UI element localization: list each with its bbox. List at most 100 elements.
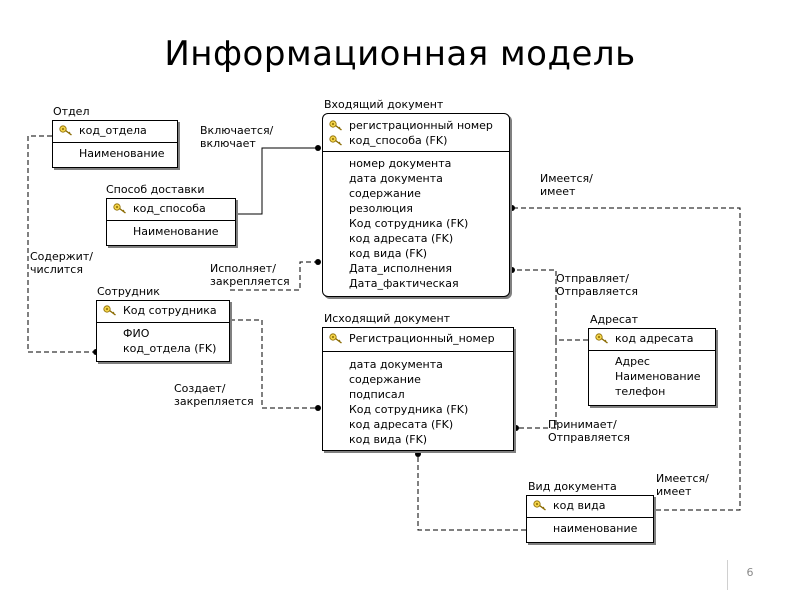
- entity-sotrudnik[interactable]: Код сотрудника ФИО код_отдела (FK): [96, 300, 230, 362]
- entity-otdel-name: Отдел: [53, 105, 90, 118]
- attribute: номер документа: [349, 157, 452, 170]
- key-row: Код сотрудника: [103, 303, 225, 318]
- rel-line: закрепляется: [174, 395, 254, 408]
- rel-line: Создает/: [174, 382, 226, 395]
- rel-line: Имеется/: [540, 172, 593, 185]
- entity-adresat[interactable]: код адресата Адрес Наименование телефон: [588, 328, 716, 406]
- attribute: Код сотрудника (FK): [349, 217, 469, 230]
- attribute: дата документа: [349, 172, 443, 185]
- link-sposob-vhodyashiy: [236, 147, 318, 215]
- endpoint-dot: [509, 267, 515, 273]
- entity-attrs-section: ФИО код_отдела (FK): [97, 323, 229, 358]
- rel-line: имеет: [540, 185, 576, 198]
- entity-attrs-section: дата документа содержание подписал Код с…: [323, 352, 513, 449]
- key-row: код_способа (FK): [329, 133, 505, 148]
- entity-key-section: код адресата: [589, 329, 715, 351]
- link-adresat-ishodyashiy: [516, 340, 557, 429]
- key-attribute: код вида: [553, 499, 606, 512]
- entity-key-section: регистрационный номер код_способа (FK): [323, 114, 509, 152]
- relationship-label-imeetsya1: Имеется/ имеет: [540, 172, 593, 198]
- key-icon: [103, 305, 116, 316]
- key-attribute: код_способа (FK): [349, 134, 448, 147]
- entity-ishodyashiy-name: Исходящий документ: [324, 312, 451, 325]
- attribute: Наименование: [615, 370, 701, 383]
- entity-key-section: Код сотрудника: [97, 301, 229, 323]
- rel-line: Принимает/: [548, 418, 617, 431]
- attribute: Наименование: [133, 225, 219, 238]
- key-row: Регистрационный_номер: [329, 331, 509, 346]
- key-icon: [329, 135, 342, 146]
- entity-attrs-section: Наименование: [107, 221, 235, 241]
- key-attribute: Регистрационный_номер: [349, 332, 495, 345]
- attribute: Адрес: [615, 355, 650, 368]
- relationship-label-soderzhit: Содержит/ числится: [30, 250, 93, 276]
- relationship-label-ispolnyaet: Исполняет/ закрепляется: [210, 262, 290, 288]
- rel-line: Отправляется: [556, 285, 638, 298]
- attribute: код адресата (FK): [349, 418, 454, 431]
- attribute: содержание: [349, 373, 421, 386]
- key-row: код_способа: [113, 201, 231, 216]
- rel-line: Отправляется: [548, 431, 630, 444]
- key-attribute: регистрационный номер: [349, 119, 493, 132]
- key-icon: [59, 125, 72, 136]
- attribute: телефон: [615, 385, 666, 398]
- attribute: ФИО: [123, 327, 150, 340]
- entity-vid-name: Вид документа: [528, 480, 617, 493]
- attribute: код адресата (FK): [349, 232, 454, 245]
- rel-line: включает: [200, 137, 256, 150]
- attribute: Код сотрудника (FK): [349, 403, 469, 416]
- link-sotrudnik-ishodyashiy: [230, 319, 318, 409]
- rel-line: Имеется/: [656, 472, 709, 485]
- entity-sposob[interactable]: код_способа Наименование: [106, 198, 236, 246]
- attribute: код вида (FK): [349, 433, 428, 446]
- entity-vid[interactable]: код вида наименование: [526, 495, 654, 543]
- link-otdel-sotrudnik: [27, 135, 96, 353]
- link-adresat-vhodyashiy: [512, 269, 588, 341]
- entity-attrs-section: Наименование: [53, 143, 177, 163]
- key-attribute: Код сотрудника: [123, 304, 217, 317]
- endpoint-dot: [509, 205, 515, 211]
- attribute: код вида (FK): [349, 247, 428, 260]
- entity-otdel[interactable]: код_отдела Наименование: [52, 120, 178, 168]
- entity-sotrudnik-name: Сотрудник: [97, 285, 160, 298]
- link-sotrudnik-vhodyashiy: [230, 261, 318, 291]
- link-vid-vhodyashiy: [512, 207, 741, 511]
- entity-vhodyashiy[interactable]: регистрационный номер код_способа (FK) н…: [322, 113, 510, 297]
- key-attribute: код_отдела: [79, 124, 147, 137]
- page-number: 6: [746, 566, 754, 579]
- rel-line: закрепляется: [210, 275, 290, 288]
- entity-key-section: код_способа: [107, 199, 235, 221]
- link-vid-ishodyashiy: [417, 452, 526, 531]
- relationship-label-imeetsya2: Имеется/ имеет: [656, 472, 709, 498]
- key-icon: [329, 120, 342, 131]
- attribute: подписал: [349, 388, 405, 401]
- entity-ishodyashiy[interactable]: Регистрационный_номер дата документа сод…: [322, 327, 514, 451]
- rel-line: Отправляет/: [556, 272, 629, 285]
- entity-vhodyashiy-name: Входящий документ: [324, 98, 444, 111]
- footer-divider: [727, 560, 728, 590]
- relationship-label-otpravlyaet: Отправляет/ Отправляется: [556, 272, 638, 298]
- key-attribute: код_способа: [133, 202, 206, 215]
- attribute: Наименование: [79, 147, 165, 160]
- attribute: дата документа: [349, 358, 443, 371]
- attribute: Дата_исполнения: [349, 262, 453, 275]
- key-row: код вида: [533, 498, 649, 513]
- rel-line: Исполняет/: [210, 262, 276, 275]
- entity-key-section: код_отдела: [53, 121, 177, 143]
- key-attribute: код адресата: [615, 332, 694, 345]
- attribute: наименование: [553, 522, 638, 535]
- endpoint-dot: [315, 145, 321, 151]
- rel-line: Включается/: [200, 124, 274, 137]
- key-icon: [113, 203, 126, 214]
- endpoint-dot: [315, 405, 321, 411]
- key-icon: [533, 500, 546, 511]
- endpoint-dot: [513, 425, 519, 431]
- entity-adresat-name: Адресат: [590, 313, 639, 326]
- rel-line: числится: [30, 263, 83, 276]
- relationship-label-sozdaet: Создает/ закрепляется: [174, 382, 254, 408]
- key-row: код_отдела: [59, 123, 173, 138]
- key-icon: [329, 333, 342, 344]
- entity-attrs-section: номер документа дата документа содержани…: [323, 152, 509, 293]
- entity-attrs-section: Адрес Наименование телефон: [589, 351, 715, 401]
